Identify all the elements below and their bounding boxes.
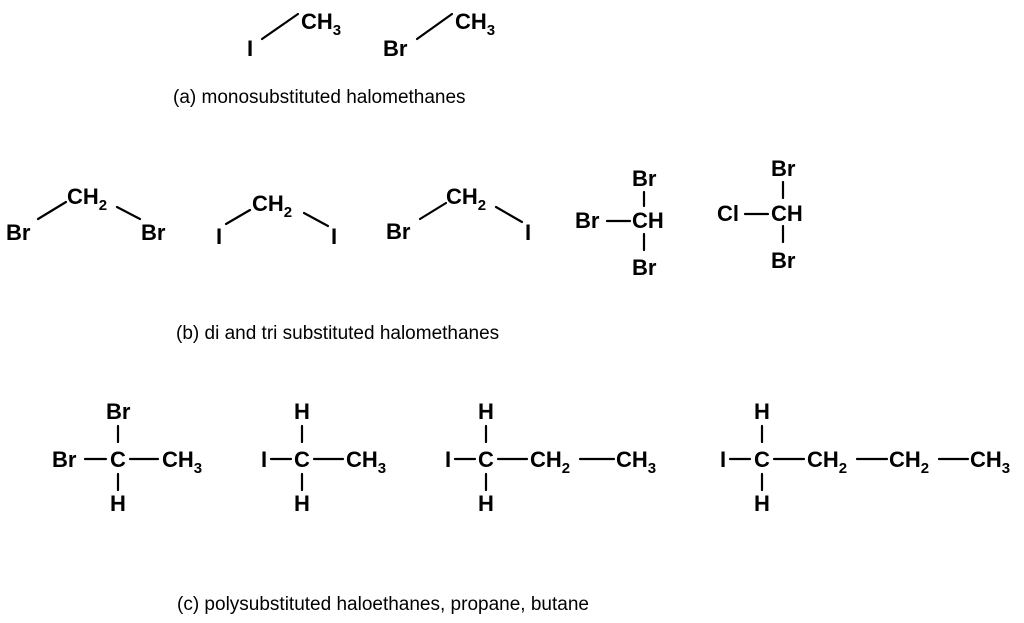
atom-center: CH2 [446,184,486,214]
atom-top: Br [632,166,657,191]
molecule-dibromomethane: Br CH2 Br [6,184,166,245]
atom-left: I [261,447,267,472]
atom-halogen: I [247,36,253,61]
molecule-iodobutane: H I C CH2 CH2 CH3 H [720,399,1010,516]
caption-a: (a) monosubstituted halomethanes [173,87,466,108]
atom-left: I [445,447,451,472]
bond [36,200,68,221]
molecule-diiodomethane: I CH2 I [216,191,337,249]
molecule-chlorodibromomethane: Br Cl CH Br [717,156,803,273]
atom-top: H [754,399,770,424]
atom-bottom: Br [771,248,796,273]
atom-right: Br [141,220,166,245]
atom-group: CH3 [455,9,495,39]
molecule-bromoiodomethane: Br CH2 I [386,184,531,245]
atom-top: H [478,399,494,424]
atom-bottom: H [754,491,770,516]
atom-right: I [331,224,337,249]
atom-left: I [720,447,726,472]
atom-center: C [294,447,310,472]
chain-group: CH2 [889,447,929,477]
caption-b: (b) di and tri substituted halomethanes [176,323,499,344]
atom-bottom: H [110,491,126,516]
chain-group: CH3 [162,447,202,477]
molecule-iodopropane: H I C CH2 CH3 H [445,399,656,516]
atom-center: C [754,447,770,472]
atom-left: Br [6,220,31,245]
chain-group: CH2 [807,447,847,477]
atom-left: Br [575,208,600,233]
chain-group: CH3 [346,447,386,477]
atom-top: Br [771,156,796,181]
atom-top: H [294,399,310,424]
bond [418,201,448,221]
atom-right: I [525,220,531,245]
chain-group: CH3 [970,447,1010,477]
atom-left: Br [52,447,77,472]
molecule-dibromoethane: Br Br C CH3 H [52,399,202,516]
bond [224,208,252,226]
atom-center: CH [771,201,803,226]
atom-group: CH3 [301,9,341,39]
molecule-iodomethane: I CH3 [247,9,341,61]
atom-center: C [478,447,494,472]
atom-center: CH [632,208,664,233]
bond [415,12,454,41]
molecule-bromomethane: Br CH3 [383,9,495,61]
atom-left: I [216,224,222,249]
caption-c: (c) polysubstituted haloethanes, propane… [177,594,589,615]
bond [302,211,330,228]
molecule-bromoform: Br Br CH Br [575,166,664,280]
bond [494,205,524,224]
bond [115,205,142,221]
atom-top: Br [106,399,131,424]
atom-bottom: H [478,491,494,516]
atom-bottom: H [294,491,310,516]
atom-left: Cl [717,201,739,226]
atom-center: CH2 [252,191,292,221]
atom-halogen: Br [383,36,408,61]
atom-center: C [110,447,126,472]
atom-left: Br [386,219,411,244]
molecule-iodoethane: H I C CH3 H [261,399,386,516]
atom-bottom: Br [632,255,657,280]
chain-group: CH2 [530,447,570,477]
bond [260,12,300,41]
chain-group: CH3 [616,447,656,477]
atom-center: CH2 [67,184,107,214]
